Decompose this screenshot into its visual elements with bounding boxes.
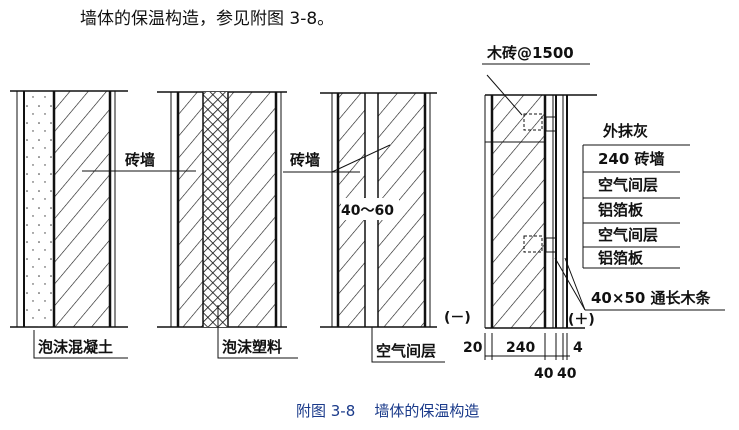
label-brick-wall-2: 砖墙 <box>290 151 320 169</box>
dim-20: 20 <box>463 340 483 356</box>
label-foam-concrete: 泡沫混凝土 <box>38 338 113 356</box>
dim-240: 240 <box>506 340 535 356</box>
label-minus-side: (－) <box>444 310 471 326</box>
panel-foam-concrete <box>10 90 128 359</box>
label-wood-brick: 木砖@1500 <box>486 44 574 62</box>
figure-caption: 附图 3-8 墙体的保温构造 <box>296 402 480 420</box>
layer-label-1: 外抹灰 <box>602 122 648 140</box>
layer-label-4: 铝箔板 <box>598 201 644 219</box>
panel-foil <box>482 63 725 360</box>
dim-40-b: 40 <box>557 366 577 382</box>
dim-40-a: 40 <box>534 366 554 382</box>
layer-label-2: 240 砖墙 <box>598 150 665 168</box>
intro-text: 墙体的保温构造，参见附图 3-8。 <box>80 9 335 29</box>
label-plus-side: (＋) <box>568 312 595 328</box>
layer-label-3: 空气间层 <box>598 176 658 194</box>
panel-air-gap <box>320 92 445 363</box>
layer-label-5: 空气间层 <box>598 226 658 244</box>
label-batten: 40×50 通长木条 <box>591 289 712 307</box>
label-brick-wall-1: 砖墙 <box>125 151 155 169</box>
layer-label-6: 铝箔板 <box>598 249 644 267</box>
air-gap-dimension: 40～60 <box>341 203 394 219</box>
dim-4: 4 <box>573 340 583 356</box>
panel-foam-plastic <box>157 91 298 359</box>
label-air-gap: 空气间层 <box>376 342 436 360</box>
label-foam-plastic: 泡沫塑料 <box>222 338 282 356</box>
